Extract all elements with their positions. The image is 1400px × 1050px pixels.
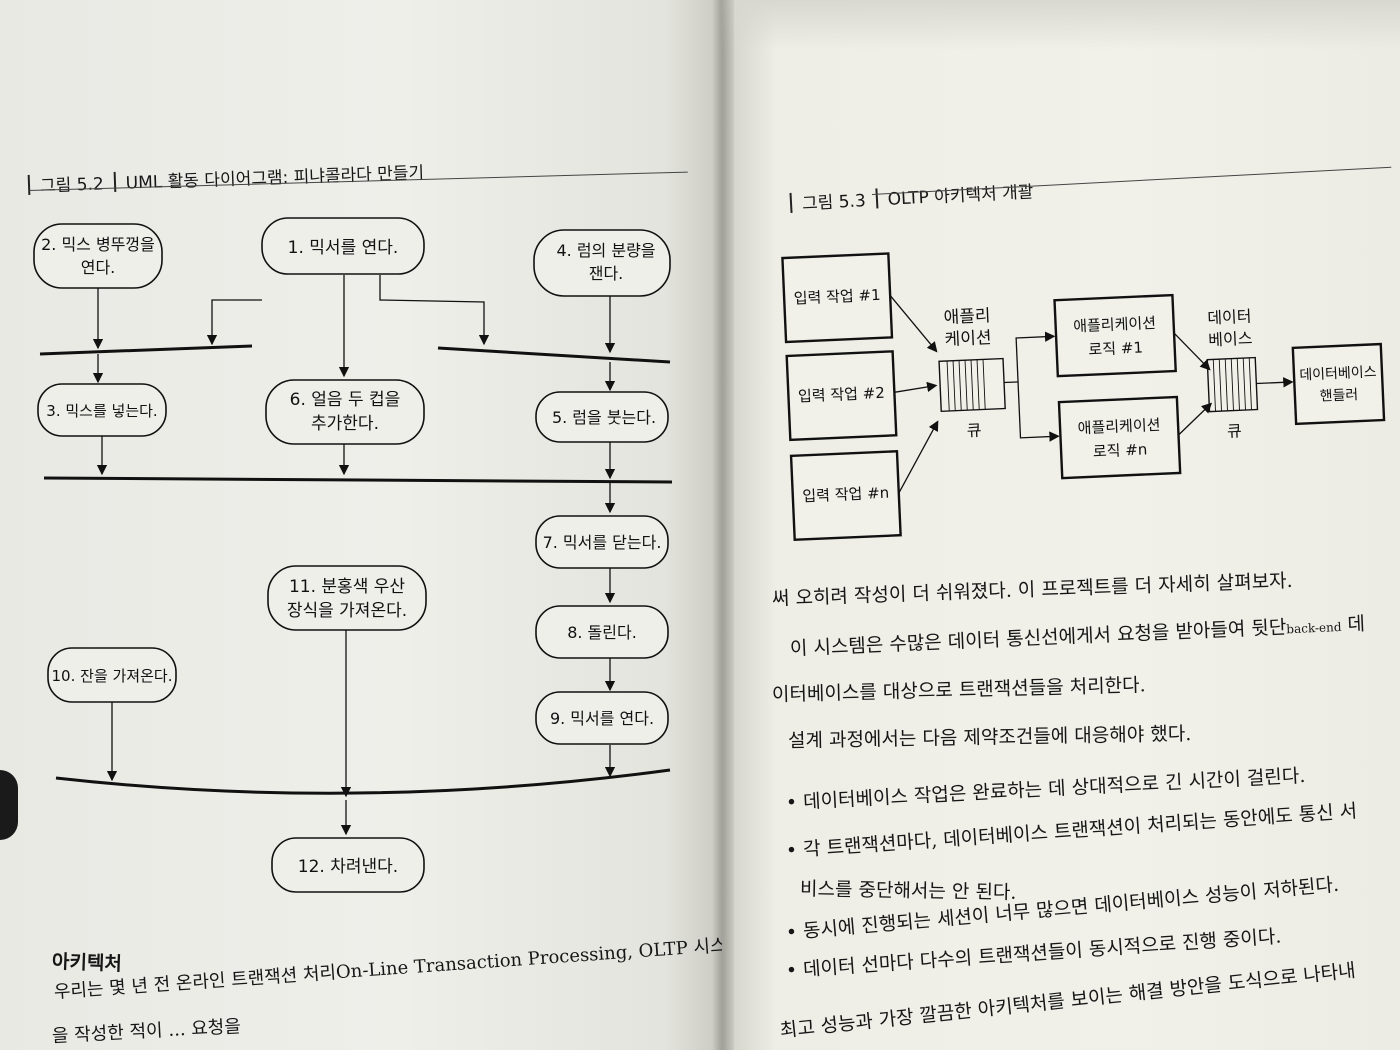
svg-text:8. 돌린다.: 8. 돌린다.: [567, 623, 637, 642]
db-queue-label: 데이터: [1207, 307, 1252, 328]
paragraph: 이 시스템은 수많은 데이터 통신선에게서 요청을 받아들여 뒷단back-en…: [790, 613, 1366, 661]
activity-diagram: 2. 믹스 병뚜껑을 연다. 1. 믹서를 연다. 4. 럼의 분량을 잰다. …: [33, 217, 673, 893]
app-queue: [938, 357, 1006, 413]
svg-text:11. 분홍색 우산: 11. 분홍색 우산: [289, 577, 405, 597]
svg-text:로직 #n: 로직 #n: [1093, 440, 1148, 460]
activity-node-11: 11. 분홍색 우산 장식을 가져온다.: [267, 565, 427, 631]
svg-text:5. 럼을 붓는다.: 5. 럼을 붓는다.: [552, 408, 656, 427]
sync-bar-1: [39, 344, 253, 356]
svg-text:7. 믹서를 닫는다.: 7. 믹서를 닫는다.: [543, 533, 662, 552]
paragraph: 설계 과정에서는 다음 제약조건들에 대응해야 했다.: [787, 722, 1192, 752]
svg-text:잰다.: 잰다.: [589, 264, 624, 283]
svg-text:2. 믹스 병뚜껑을: 2. 믹스 병뚜껑을: [41, 235, 155, 254]
svg-text:1. 믹서를 연다.: 1. 믹서를 연다.: [288, 238, 399, 258]
svg-text:입력 작업 #n: 입력 작업 #n: [802, 484, 890, 506]
app-queue-caption: 큐: [966, 421, 982, 441]
book-spine: [712, 0, 734, 1050]
right-page: 그림 5.3 OLTP 아키텍처 개괄 입력 작업 #1 입력 작업 #2 입력…: [722, 0, 1400, 1050]
svg-text:데이터베이스: 데이터베이스: [1299, 364, 1377, 383]
arrow: [206, 299, 262, 346]
activity-node-8: 8. 돌린다.: [535, 605, 669, 659]
db-queue-caption: 큐: [1227, 421, 1243, 441]
arrow: [379, 275, 490, 346]
svg-text:장식을 가져온다.: 장식을 가져온다.: [287, 601, 407, 621]
oltp-architecture-diagram: 입력 작업 #1 입력 작업 #2 입력 작업 #n 애플리 케이션 큐: [781, 252, 1386, 542]
paragraph: 이터베이스를 대상으로 트랜잭션들을 처리한다.: [771, 674, 1146, 706]
svg-text:애플리케이션: 애플리케이션: [1073, 314, 1157, 336]
sync-bar-2: [437, 346, 671, 364]
svg-text:애플리케이션: 애플리케이션: [1077, 416, 1161, 438]
sync-bar-3: [43, 476, 673, 484]
page-edge-shadow: [0, 770, 18, 840]
input-job-n: 입력 작업 #n: [789, 450, 902, 542]
activity-node-5: 5. 럼을 붓는다.: [535, 391, 669, 443]
input-job-2: 입력 작업 #2: [785, 350, 898, 442]
svg-text:6. 얼음 두 컵을: 6. 얼음 두 컵을: [290, 390, 401, 410]
activity-node-1: 1. 믹서를 연다.: [261, 217, 425, 275]
svg-text:12. 차려낸다.: 12. 차려낸다.: [298, 857, 398, 877]
svg-text:3. 믹스를 넣는다.: 3. 믹스를 넣는다.: [46, 402, 157, 420]
app-queue-label: 케이션: [944, 328, 992, 350]
left-page: 그림 5.2 UML 활동 다이어그램: 피냐콜라다 만들기: [0, 0, 722, 1050]
svg-text:입력 작업 #1: 입력 작업 #1: [793, 286, 881, 308]
svg-text:10. 잔을 가져온다.: 10. 잔을 가져온다.: [52, 667, 173, 685]
svg-text:추가한다.: 추가한다.: [311, 414, 379, 434]
db-queue-label: 베이스: [1208, 329, 1253, 350]
db-queue: [1206, 356, 1259, 413]
input-job-1: 입력 작업 #1: [781, 252, 894, 344]
svg-text:4. 럼의 분량을: 4. 럼의 분량을: [556, 241, 655, 260]
svg-text:입력 작업 #2: 입력 작업 #2: [798, 384, 886, 406]
activity-node-3: 3. 믹스를 넣는다.: [37, 383, 167, 437]
bullet-item: 데이터베이스 작업은 완료하는 데 상대적으로 긴 시간이 걸린다.: [785, 765, 1306, 815]
activity-node-9: 9. 믹서를 연다.: [535, 691, 669, 745]
activity-node-12: 12. 차려낸다.: [271, 837, 425, 893]
inline-term: back-end: [1286, 619, 1342, 637]
svg-text:핸들러: 핸들러: [1319, 387, 1358, 405]
activity-node-4: 4. 럼의 분량을 잰다.: [533, 229, 671, 297]
svg-text:로직 #1: 로직 #1: [1088, 338, 1143, 358]
activity-node-10: 10. 잔을 가져온다.: [47, 647, 177, 703]
app-logic-1: 애플리케이션 로직 #1: [1053, 293, 1177, 378]
activity-node-6: 6. 얼음 두 컵을 추가한다.: [265, 379, 425, 445]
inline-term-suffix: 데: [1340, 612, 1366, 636]
app-queue-label: 애플리: [943, 306, 991, 328]
section-heading: 아키텍처: [51, 950, 123, 976]
app-logic-n: 애플리케이션 로직 #n: [1057, 395, 1182, 480]
sync-bar-4: [55, 768, 671, 795]
db-handler: 데이터베이스 핸들러: [1291, 342, 1386, 426]
svg-text:연다.: 연다.: [81, 258, 116, 277]
activity-node-7: 7. 믹서를 닫는다.: [535, 515, 669, 569]
paragraph-text: 이 시스템은 수많은 데이터 통신선에게서 요청을 받아들여 뒷단: [789, 616, 1287, 660]
svg-text:9. 믹서를 연다.: 9. 믹서를 연다.: [550, 709, 654, 728]
bullet-continuation: 비스를 중단해서는 안 된다.: [799, 878, 1017, 904]
activity-node-2: 2. 믹스 병뚜껑을 연다.: [33, 223, 163, 289]
paragraph: 써 오히려 작성이 더 쉬워졌다. 이 프로젝트를 더 자세히 살펴보자.: [771, 569, 1293, 610]
